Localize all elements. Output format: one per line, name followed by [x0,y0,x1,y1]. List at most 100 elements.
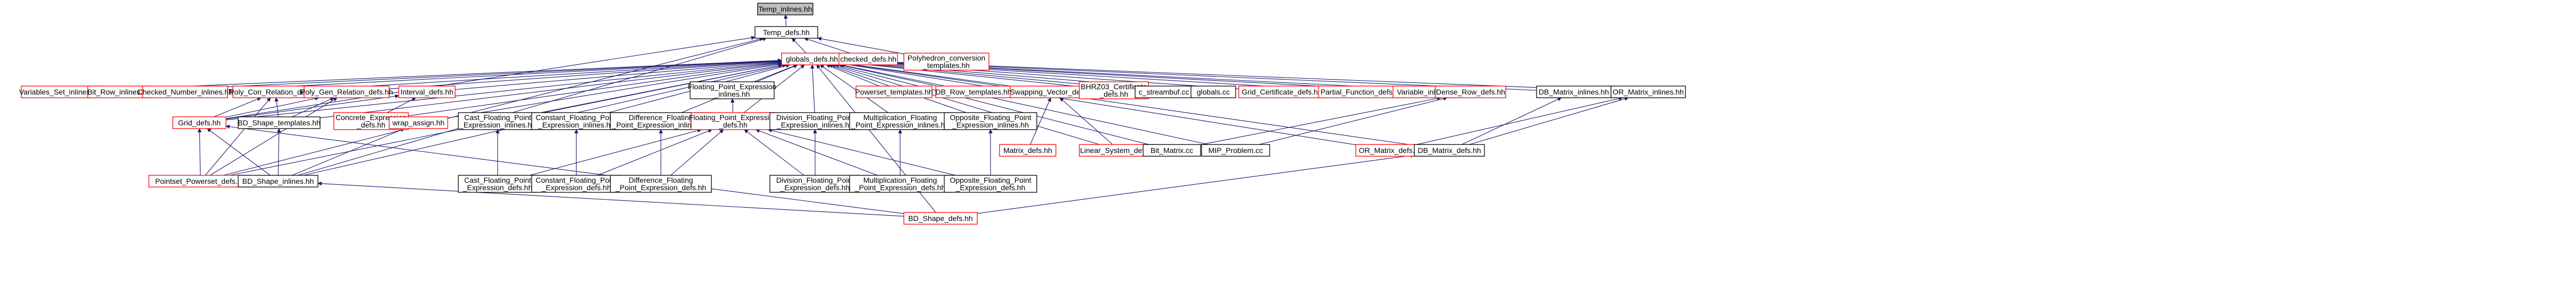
node-box [389,116,448,129]
node-label: Opposite_Floating_Point [950,113,1031,122]
node-div-fp-expression-defs[interactable]: Division_Floating_Point_Expression_defs.… [769,175,861,193]
node-box [1435,86,1506,98]
node-bd-shape-templates[interactable]: BD_Shape_templates.hh [238,116,321,129]
node-label: _Expression_defs.hh [463,183,533,192]
node-opp-fp-expression-defs[interactable]: Opposite_Floating_Point_Expression_defs.… [944,175,1037,193]
node-db-matrix-defs[interactable]: DB_Matrix_defs.hh [1414,144,1485,157]
node-label: BD_Shape_templates.hh [238,118,321,127]
node-bit-row-inlines[interactable]: Bit_Row_inlines.hh [87,86,151,98]
edge-poly_gen_relation_defs-to-globals_defs [389,59,782,89]
edge-linear_system_defs-to-globals_defs [831,64,1100,145]
node-fp-expression-defs[interactable]: Floating_Point_Expression_defs.hh [689,112,778,130]
node-wrap-assign[interactable]: wrap_assign.hh [389,116,448,129]
node-const-fp-expression-inlines[interactable]: Constant_Floating_Point_Expression_inlin… [531,112,622,130]
node-grid-certificate-defs[interactable]: Grid_Certificate_defs.hh [1238,86,1325,98]
node-label: _defs.hh [356,121,385,129]
edge-pointset_powerset_defs-to-temp_defs [223,37,764,176]
node-cast-fp-expression-defs[interactable]: Cast_Floating_Point_Expression_defs.hh [458,175,538,193]
node-poly-gen-relation-defs[interactable]: Poly_Gen_Relation_defs.hh [300,86,393,98]
node-globals-defs[interactable]: globals_defs.hh [781,53,843,65]
node-label: Checked_Number_inlines.hh [137,88,233,96]
edge-bit_matrix-to-dense_row_defs [1200,96,1441,145]
node-box [903,212,978,225]
node-opp-fp-expression-inlines[interactable]: Opposite_Floating_Point_Expression_inlin… [944,112,1037,130]
node-label: _Point_Expression_inlines.hh [851,121,949,129]
node-checked-number-inlines[interactable]: Checked_Number_inlines.hh [137,86,233,98]
edge-mip_problem-to-dense_row_defs [1259,96,1448,145]
node-label: _Point_Expression_inlines.hh [611,121,710,129]
node-bd-shape-inlines[interactable]: BD_Shape_inlines.hh [238,175,318,188]
node-box [769,175,861,193]
edge-bit_row_inlines-to-globals_defs [150,58,782,91]
node-diff-fp-expression-defs[interactable]: Difference_Floating_Point_Expression_def… [610,175,712,193]
node-box [304,86,390,98]
node-fp-expression-inlines[interactable]: Floating_Point_Expression_inlines.hh [688,81,777,99]
node-box [172,116,226,129]
node-label: _Point_Expression_defs.hh [615,183,706,192]
node-mult-fp-expression-inlines[interactable]: Multiplication_Floating_Point_Expression… [849,112,951,130]
node-label: Bit_Matrix.cc [1151,146,1193,155]
node-box [1190,86,1236,98]
node-label: _Expression_defs.hh [955,183,1026,192]
edge-mult_fp_expression_inlines-to-globals_defs [819,64,888,113]
node-or-matrix-defs[interactable]: OR_Matrix_defs.hh [1355,144,1427,157]
node-box [769,112,861,130]
edge-checked_defs-to-temp_defs [804,37,851,54]
node-label: Poly_Gen_Relation_defs.hh [300,88,393,96]
edge-bit_matrix-to-globals_defs [834,63,1149,145]
edge-db_row_templates-to-globals_defs [840,63,945,87]
node-label: wrap_assign.hh [392,118,444,127]
edge-cast_fp_expression_defs-to-fp_expression_defs [529,129,702,176]
node-partial-function-defs[interactable]: Partial_Function_defs.hh [1318,86,1405,98]
edge-grid_defs-to-poly_gen_relation_defs [225,96,320,118]
node-bit-matrix[interactable]: Bit_Matrix.cc [1143,144,1201,157]
node-label: Polyhedron_conversion [908,54,985,62]
node-label: _Expression_inlines.hh [952,121,1029,129]
node-box [999,144,1056,157]
node-interval-defs[interactable]: Interval_defs.hh [398,86,456,98]
node-temp-defs[interactable]: Temp_defs.hh [754,26,818,39]
node-cast-fp-expression-inlines[interactable]: Cast_Floating_Point_Expression_inlines.h… [458,112,538,130]
node-label: Difference_Floating [628,176,693,184]
edge-div_fp_expression_defs-to-fp_expression_defs [744,129,804,176]
node-matrix-defs[interactable]: Matrix_defs.hh [999,144,1056,157]
edge-bd_shape_templates-to-poly_con_relation_defs [274,97,279,117]
node-linear-system-defs[interactable]: Linear_System_defs.hh [1079,144,1160,157]
node-box [838,53,898,65]
node-temp-inlines[interactable]: Temp_inlines.hh [757,3,813,15]
node-globals-cc[interactable]: globals.cc [1190,86,1236,98]
node-label: Pointset_Powerset_defs.hh [155,177,246,185]
node-dense-row-defs[interactable]: Dense_Row_defs.hh [1435,86,1506,98]
node-bd-shape-defs[interactable]: BD_Shape_defs.hh [903,212,978,225]
node-div-fp-expression-inlines[interactable]: Division_Floating_Point_Expression_inlin… [769,112,861,130]
node-db-matrix-inlines[interactable]: DB_Matrix_inlines.hh [1536,86,1612,98]
node-label: DB_Matrix_defs.hh [1417,146,1481,155]
node-label: _Point_Expression_defs.hh [854,183,945,192]
node-label: _Expression_inlines.hh [459,121,536,129]
node-label: _Expression_defs.hh [541,183,611,192]
edge-pointset_powerset_defs-to-poly_con_relation_defs [205,97,271,176]
edge-globals_defs-to-temp_defs [792,38,807,54]
node-polyhedron-conversion[interactable]: Polyhedron_conversion_templates.hh [903,53,989,71]
node-db-row-templates[interactable]: DB_Row_templates.hh [935,86,1012,98]
node-pointset-powerset-defs[interactable]: Pointset_Powerset_defs.hh [148,175,253,188]
node-label: Cast_Floating_Point [464,113,531,122]
node-grid-defs[interactable]: Grid_defs.hh [172,116,226,129]
node-label: Variables_Set_inlines.hh [19,88,100,96]
edge-db_matrix_defs-to-or_matrix_inlines [1469,97,1629,145]
node-box [398,86,456,98]
node-c-streambuf[interactable]: c_streambuf.cc [1135,86,1193,98]
node-powerset-templates[interactable]: Powerset_templates.hh [855,86,933,98]
node-checked-defs[interactable]: checked_defs.hh [838,53,898,65]
node-or-matrix-inlines[interactable]: OR_Matrix_inlines.hh [1610,86,1686,98]
node-label: DB_Row_templates.hh [935,88,1011,96]
node-label: DB_Matrix_inlines.hh [1539,88,1609,96]
node-mip-problem[interactable]: MIP_Problem.cc [1201,144,1270,157]
node-const-fp-expression-defs[interactable]: Constant_Floating_Point_Expression_defs.… [531,175,622,193]
edge-variables_set_inlines-to-globals_defs [98,58,782,91]
node-mult-fp-expression-defs[interactable]: Multiplication_Floating_Point_Expression… [849,175,951,193]
node-label: Interval_defs.hh [400,88,454,96]
